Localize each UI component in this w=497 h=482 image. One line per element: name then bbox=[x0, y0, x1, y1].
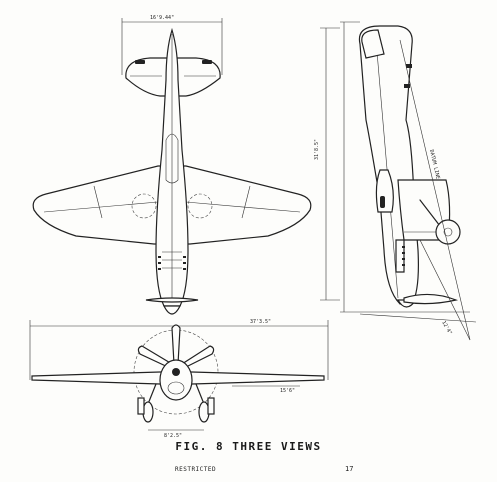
datum-line-label: DATUM LINE bbox=[428, 149, 441, 180]
side-view-height-dimension bbox=[340, 21, 470, 313]
side-view-exhausts bbox=[402, 246, 405, 266]
front-view-cowling bbox=[159, 359, 193, 401]
front-view: 37'3.5" 15'6" bbox=[29, 319, 329, 439]
landing-gear-right bbox=[195, 383, 215, 423]
top-view-spinner bbox=[163, 305, 181, 315]
side-view-main-wheel bbox=[435, 219, 461, 245]
side-view-propeller bbox=[403, 293, 459, 305]
front-view-propeller bbox=[137, 324, 215, 369]
exhaust-stacks bbox=[158, 256, 186, 270]
spinner-hub bbox=[172, 368, 180, 376]
side-view: DATUM LINE 12'4" bbox=[340, 21, 477, 341]
classification-marking: RESTRICTED bbox=[175, 466, 217, 473]
front-view-wingspan-label: 37'3.5" bbox=[250, 319, 271, 325]
landing-gear-left bbox=[137, 383, 157, 423]
tailplane-span-dimension: 16'9.44" bbox=[121, 15, 223, 75]
top-view-length-dimension: 31'8.5" bbox=[314, 27, 340, 301]
top-view: 16'9.44" 31'8.5" bbox=[32, 15, 340, 315]
vertical-fin bbox=[361, 29, 385, 59]
top-view-propeller bbox=[145, 297, 199, 303]
wing-tip-dimension-label: 15'6" bbox=[280, 388, 295, 394]
tailplane-span-label: 16'9.44" bbox=[150, 15, 174, 21]
page-number: 17 bbox=[345, 465, 354, 473]
track-dimension: 8'2.5" bbox=[148, 429, 204, 439]
figure-caption: FIG. 8 THREE VIEWS bbox=[175, 440, 322, 453]
top-view-length-label: 31'8.5" bbox=[314, 139, 320, 160]
side-view-height-label: 12'4" bbox=[440, 320, 453, 336]
track-dimension-label: 8'2.5" bbox=[164, 433, 182, 439]
